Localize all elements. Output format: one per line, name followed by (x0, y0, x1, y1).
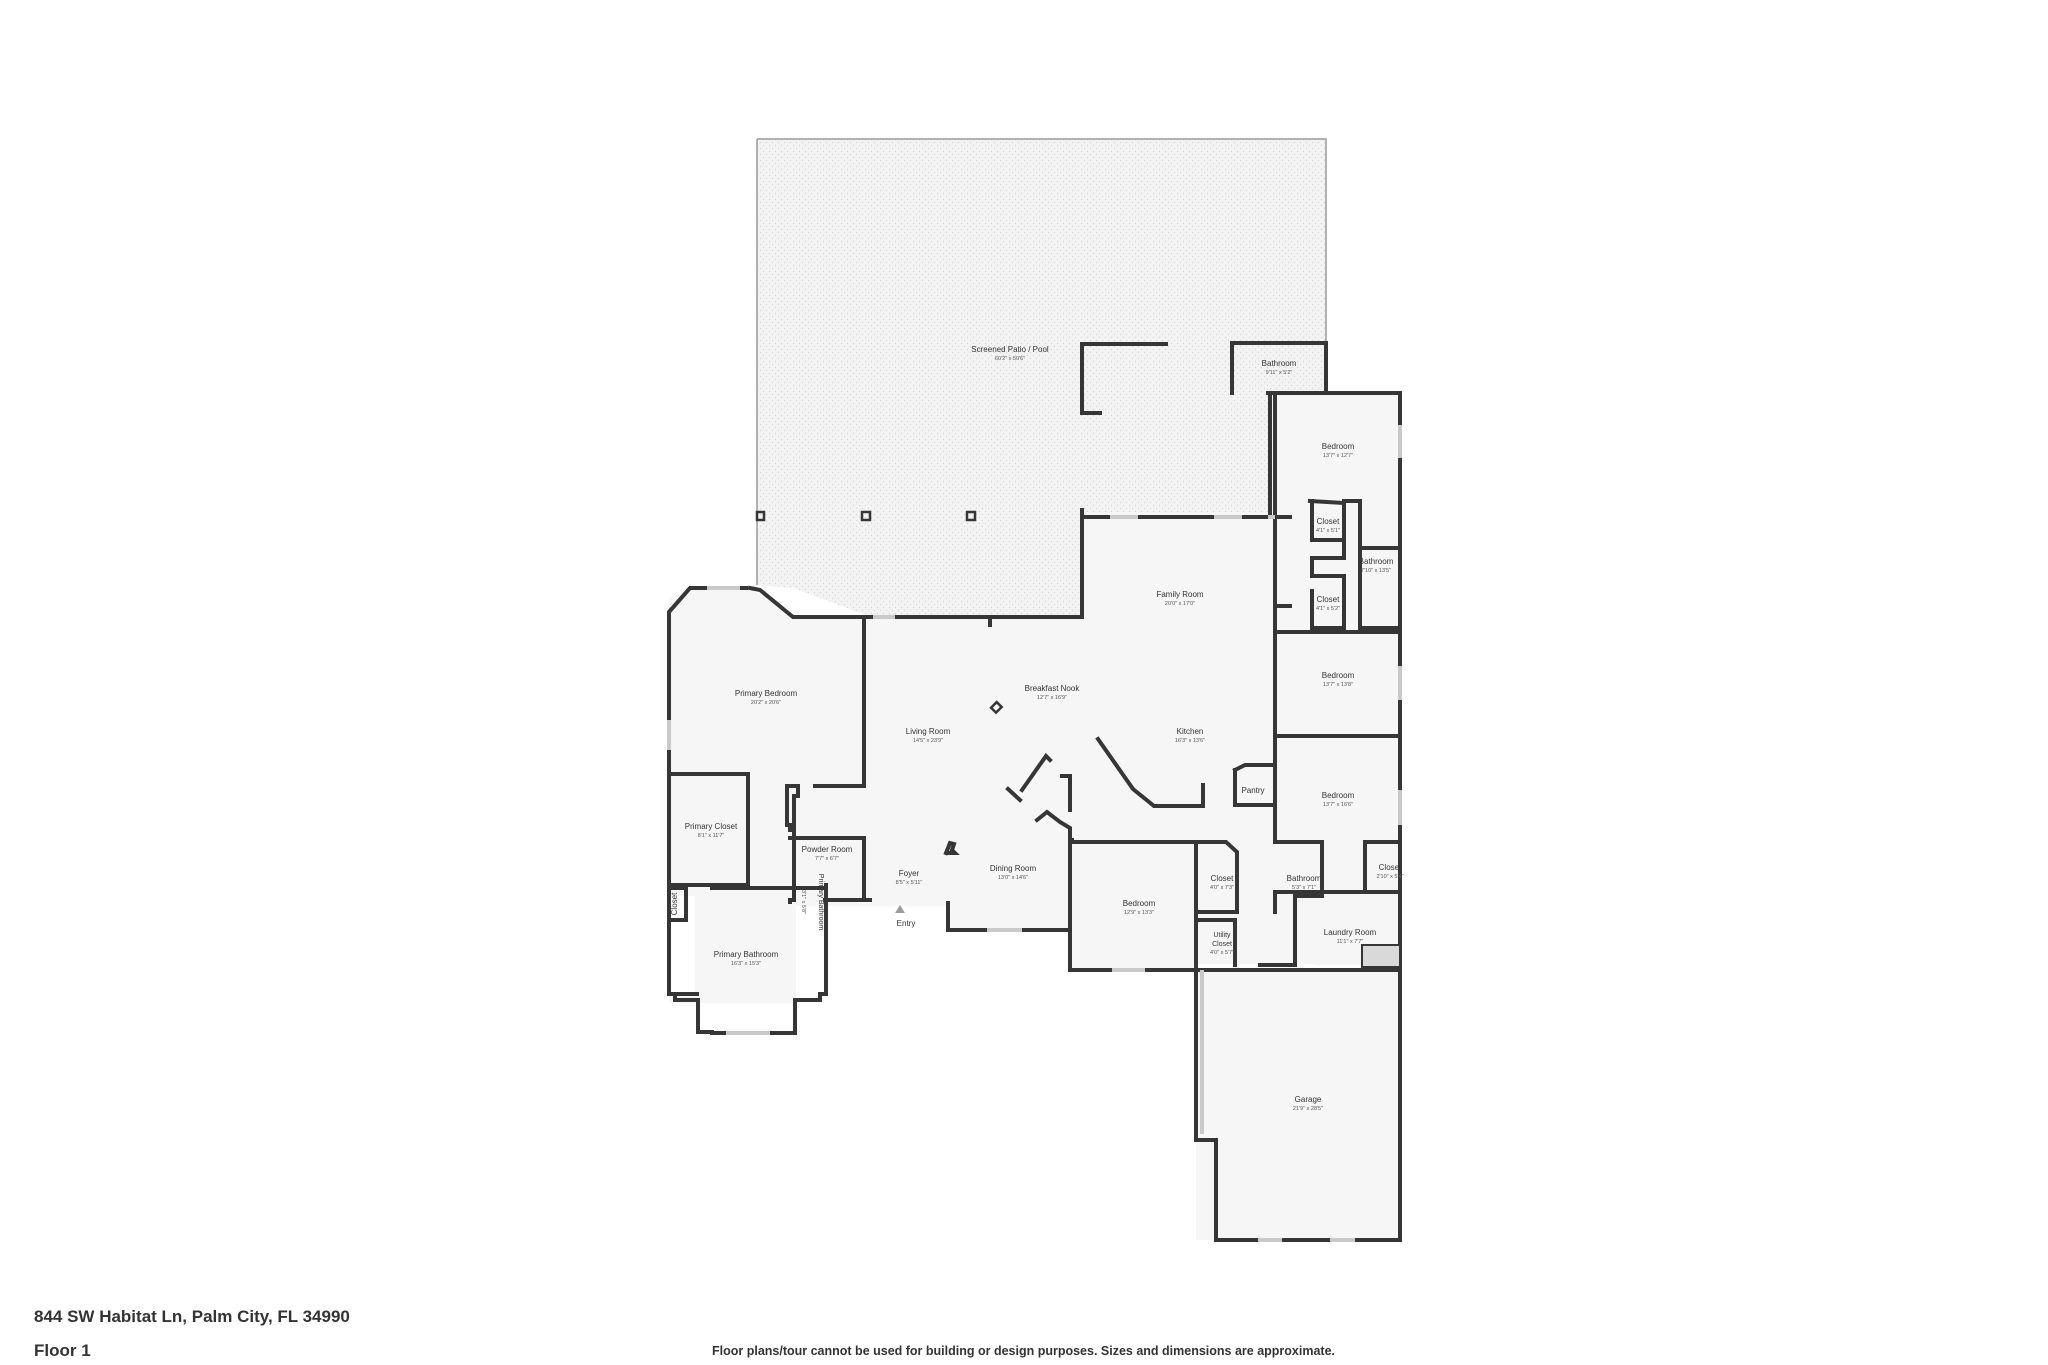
room-dim-powder: 7'7" x 6'7" (815, 856, 839, 862)
room-label-closet-4: Closet (1379, 863, 1402, 872)
room-label-pantry: Pantry (1241, 786, 1264, 795)
room-label-bed-s: Bedroom (1123, 899, 1156, 908)
room-dim-closet-2: 4'1" x 5'2" (1316, 606, 1340, 612)
room-dim-laundry: 11'1" x 7'7" (1337, 939, 1364, 945)
room-label-utility-2: Closet (1212, 941, 1232, 948)
room-label-bed-ne: Bedroom (1322, 442, 1355, 451)
patio-bath-floor (1229, 343, 1326, 393)
floor-label: Floor 1 (34, 1341, 91, 1360)
room-label-laundry: Laundry Room (1324, 928, 1377, 937)
room-dim-bed-e: 13'7" x 13'8" (1323, 682, 1353, 688)
floor-fills (669, 139, 1400, 1240)
room-label-utility: Utility (1213, 932, 1231, 939)
room-label-living: Living Room (906, 727, 951, 736)
room-dim-bath-s: 5'3" x 7'1" (1292, 885, 1316, 891)
room-label-closet-5: Closet (670, 892, 679, 915)
room-dim-bath-patio: 9'11" x 5'2" (1266, 370, 1293, 376)
room-dim-patio: 60'2" x 50'6" (995, 356, 1025, 362)
room-label-nook: Breakfast Nook (1025, 684, 1081, 693)
room-label-primary-bath: Primary Bathroom (714, 950, 779, 959)
room-dim-closet-1: 4'1" x 5'1" (1316, 528, 1340, 534)
room-label-foyer: Foyer (899, 869, 920, 878)
room-dim-kitchen: 16'3" x 13'6" (1175, 738, 1205, 744)
room-label-powder: Powder Room (802, 845, 853, 854)
room-dim-dining: 13'0" x 14'6" (998, 875, 1028, 881)
main-house-floor (669, 393, 1400, 1003)
room-label-closet-3: Closet (1211, 874, 1234, 883)
property-address: 844 SW Habitat Ln, Palm City, FL 34990 (34, 1307, 350, 1326)
room-label-closet-1: Closet (1317, 517, 1340, 526)
room-label-patio: Screened Patio / Pool (971, 345, 1049, 354)
room-label-bed-e: Bedroom (1322, 671, 1355, 680)
room-dim-foyer: 8'5" x 5'11" (896, 880, 923, 886)
room-dim-garage: 21'9" x 28'5" (1293, 1106, 1323, 1112)
room-dim-bed-s: 12'9" x 13'3" (1124, 910, 1154, 916)
room-label-bed-se: Bedroom (1322, 791, 1355, 800)
entry-arrow-icon (895, 905, 905, 913)
room-label-bath-s: Bathroom (1287, 874, 1322, 883)
patio-floor (757, 139, 1326, 617)
room-dim-bed-ne: 13'7" x 12'7" (1323, 453, 1353, 459)
room-label-primary-bed: Primary Bedroom (735, 689, 798, 698)
room-dim-bed-se: 13'7" x 16'6" (1323, 802, 1353, 808)
room-dim-primary-bed: 20'2" x 20'6" (751, 700, 781, 706)
room-dim-nook: 12'7" x 16'9" (1037, 695, 1067, 701)
room-label-family: Family Room (1156, 590, 1203, 599)
entry-label: Entry (897, 919, 916, 928)
room-dim-bath-east: 7'10" x 13'5" (1361, 568, 1391, 574)
room-dim-utility: 4'0" x 5'7" (1210, 950, 1234, 956)
garage-floor (1196, 970, 1400, 1240)
room-dim-living: 14'5" x 23'9" (913, 738, 943, 744)
room-dim-primary-bath: 16'3" x 15'3" (731, 961, 761, 967)
room-label-primary-bath-small: Primary Bathroom (817, 874, 824, 931)
room-label-closet-2: Closet (1317, 595, 1340, 604)
room-dim-closet-4: 2'10" x 5'4" (1376, 874, 1403, 880)
disclaimer-text: Floor plans/tour cannot be used for buil… (712, 1344, 1336, 1358)
room-dim-family: 20'0" x 17'0" (1165, 601, 1195, 607)
room-label-dining: Dining Room (990, 864, 1037, 873)
room-labels: Screened Patio / Pool 60'2" x 50'6" Bath… (670, 345, 1404, 1112)
room-dim-primary-closet: 8'1" x 11'7" (698, 833, 725, 839)
room-dim-primary-bath-small: 3'1" x 5'8" (800, 890, 806, 914)
room-label-bath-patio: Bathroom (1262, 359, 1297, 368)
room-label-kitchen: Kitchen (1177, 727, 1204, 736)
room-label-garage: Garage (1295, 1095, 1322, 1104)
windows (667, 425, 1402, 1242)
room-dim-closet-3: 4'0" x 7'3" (1210, 885, 1234, 891)
room-label-primary-closet: Primary Closet (685, 822, 738, 831)
room-label-bath-east: Bathroom (1359, 557, 1394, 566)
